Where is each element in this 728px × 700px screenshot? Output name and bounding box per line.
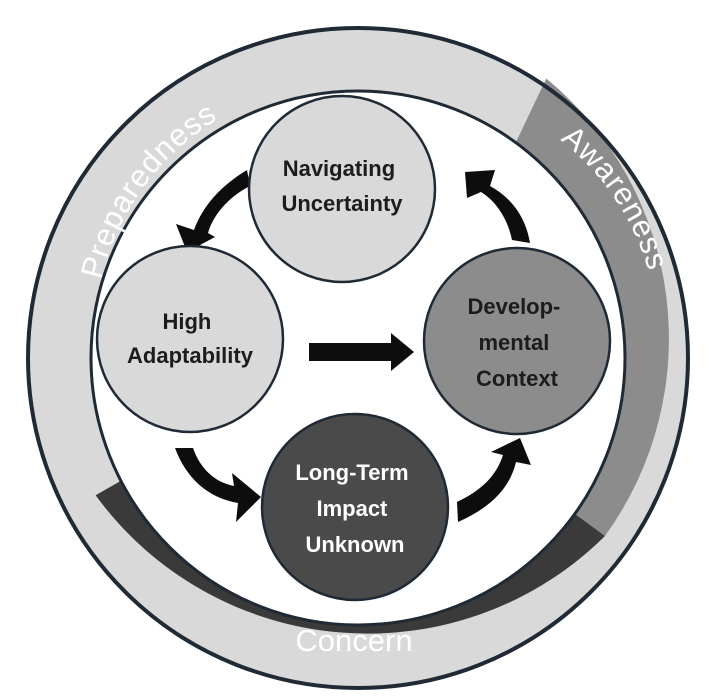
node-high-adaptability: High Adaptability (95, 244, 285, 434)
cycle-arrows (175, 170, 531, 522)
node-developmental-circle (422, 246, 612, 436)
node-adaptability-text: High Adaptability (127, 309, 254, 368)
ring-outer-border (26, 26, 690, 690)
concern-label: Concern (295, 623, 412, 658)
node-navigating-text: Navigating Uncertainty (281, 156, 403, 216)
arrow-to-adaptability (176, 170, 250, 252)
node-long-term-impact: Long-Term Impact Unknown (260, 412, 450, 602)
arrow-adaptability-to-developmental (309, 333, 414, 371)
node-adaptability-circle (95, 244, 285, 434)
node-navigating-circle (247, 94, 437, 284)
node-developmental-context: Develop- mental Context (422, 246, 612, 436)
arrow-to-developmental (457, 438, 531, 522)
arrow-to-longterm (175, 448, 261, 522)
node-developmental-text: Develop- mental Context (467, 294, 566, 391)
node-navigating-uncertainty: Navigating Uncertainty (247, 94, 437, 284)
arrow-to-navigating (465, 170, 530, 243)
node-longterm-text: Long-Term Impact Unknown (295, 460, 414, 557)
node-longterm-circle (260, 412, 450, 602)
